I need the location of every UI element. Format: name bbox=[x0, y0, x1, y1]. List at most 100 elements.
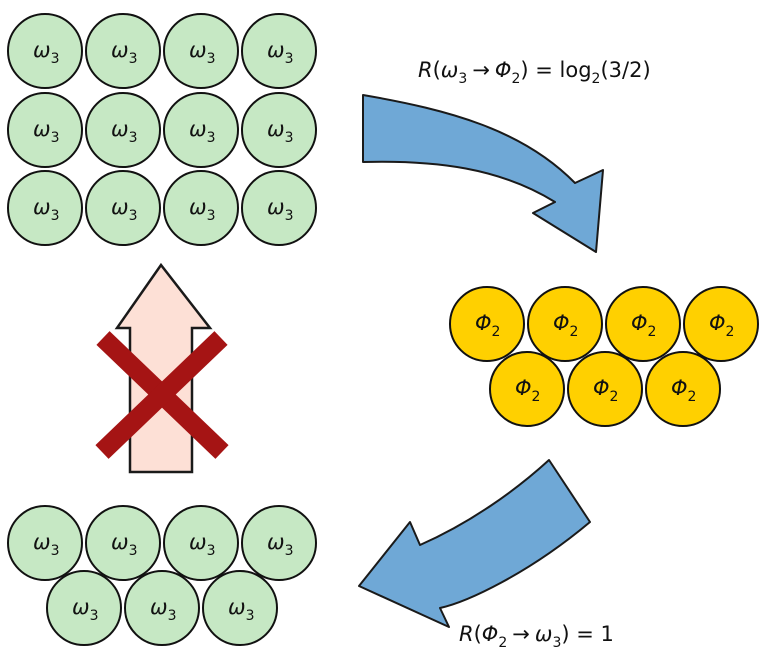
formula-top-open: ( bbox=[433, 58, 441, 82]
phi-symbol: Φ bbox=[553, 311, 570, 335]
blocked-transition bbox=[95, 262, 229, 474]
formula-top-value: (3/2) bbox=[600, 58, 650, 82]
omega-symbol: ω bbox=[189, 117, 207, 141]
omega-cell-circle bbox=[241, 92, 317, 168]
omega-cell-label: ω3 bbox=[189, 117, 216, 146]
omega-subscript: 3 bbox=[285, 208, 294, 224]
omega-cell-circle bbox=[85, 505, 161, 581]
omega-cell: ω3 bbox=[85, 505, 161, 581]
phi-cell-label: Φ2 bbox=[671, 376, 696, 405]
phi-symbol: Φ bbox=[475, 311, 492, 335]
omega-symbol: ω bbox=[72, 595, 90, 619]
phi-cell-circle bbox=[645, 351, 721, 427]
omega-symbol: ω bbox=[111, 117, 129, 141]
omega-cell-circle bbox=[85, 170, 161, 246]
omega-cell-label: ω3 bbox=[33, 195, 60, 224]
omega-cell-label: ω3 bbox=[111, 117, 138, 146]
omega-cell-label: ω3 bbox=[228, 595, 255, 624]
phi-subscript: 2 bbox=[726, 324, 735, 340]
formula-bottom-r: R bbox=[459, 622, 474, 646]
omega-cell: ω3 bbox=[163, 505, 239, 581]
omega-cell-circle bbox=[241, 505, 317, 581]
omega-cell-circle bbox=[241, 13, 317, 89]
phi-cell-circle bbox=[489, 351, 565, 427]
omega-symbol: ω bbox=[228, 595, 246, 619]
omega-cell-label: ω3 bbox=[189, 38, 216, 67]
omega-cell-label: ω3 bbox=[111, 195, 138, 224]
omega-symbol: ω bbox=[189, 195, 207, 219]
phi-cell-label: Φ2 bbox=[631, 311, 656, 340]
phi-subscript: 2 bbox=[610, 389, 619, 405]
phi-cell-label: Φ2 bbox=[709, 311, 734, 340]
phi-cell: Φ2 bbox=[605, 286, 681, 362]
omega-subscript: 3 bbox=[51, 543, 60, 559]
omega-subscript: 3 bbox=[207, 130, 216, 146]
omega-cell: ω3 bbox=[163, 13, 239, 89]
phi-cell-circle bbox=[449, 286, 525, 362]
omega-cell: ω3 bbox=[46, 570, 122, 646]
omega-cell-label: ω3 bbox=[33, 530, 60, 559]
omega-cell: ω3 bbox=[85, 13, 161, 89]
omega-subscript: 3 bbox=[129, 51, 138, 67]
omega-cell: ω3 bbox=[124, 570, 200, 646]
omega-cell: ω3 bbox=[163, 170, 239, 246]
formula-bottom-from: Φ bbox=[482, 622, 499, 646]
omega-symbol: ω bbox=[33, 117, 51, 141]
omega-cell-label: ω3 bbox=[111, 530, 138, 559]
omega-cell: ω3 bbox=[241, 170, 317, 246]
omega-cell-circle bbox=[7, 505, 83, 581]
omega-cell-label: ω3 bbox=[72, 595, 99, 624]
phi-symbol: Φ bbox=[631, 311, 648, 335]
omega-symbol: ω bbox=[33, 530, 51, 554]
omega-cell-label: ω3 bbox=[267, 530, 294, 559]
omega-symbol: ω bbox=[33, 195, 51, 219]
omega-cell: ω3 bbox=[241, 13, 317, 89]
phi-cell: Φ2 bbox=[683, 286, 759, 362]
phi-cell-label: Φ2 bbox=[475, 311, 500, 340]
omega-cell-circle bbox=[7, 170, 83, 246]
omega-cell: ω3 bbox=[241, 505, 317, 581]
omega-subscript: 3 bbox=[207, 208, 216, 224]
omega-cell-label: ω3 bbox=[267, 38, 294, 67]
omega-cell-circle bbox=[163, 505, 239, 581]
omega-cell-circle bbox=[124, 570, 200, 646]
phi-cell-label: Φ2 bbox=[515, 376, 540, 405]
formula-top-close: ) = log bbox=[520, 58, 591, 82]
formula-bottom-to-sub: 3 bbox=[552, 635, 561, 651]
formula-top-from-sub: 3 bbox=[458, 71, 467, 87]
omega-cell: ω3 bbox=[202, 570, 278, 646]
phi-subscript: 2 bbox=[648, 324, 657, 340]
omega-cell: ω3 bbox=[7, 92, 83, 168]
rate-formula-bottom: R(Φ2→ω3) = 1 bbox=[459, 622, 614, 651]
omega-symbol: ω bbox=[189, 38, 207, 62]
phi-cell: Φ2 bbox=[567, 351, 643, 427]
formula-top-r: R bbox=[418, 58, 433, 82]
phi-cell: Φ2 bbox=[527, 286, 603, 362]
phi-symbol: Φ bbox=[593, 376, 610, 400]
omega-subscript: 3 bbox=[207, 51, 216, 67]
formula-bottom-to: ω bbox=[535, 622, 553, 646]
phi-cell-circle bbox=[567, 351, 643, 427]
omega-cell: ω3 bbox=[163, 92, 239, 168]
omega-cell-circle bbox=[241, 170, 317, 246]
formula-bottom-close: ) = 1 bbox=[561, 622, 614, 646]
phi-subscript: 2 bbox=[532, 389, 541, 405]
formula-top-log-base: 2 bbox=[592, 71, 601, 87]
omega-cell-circle bbox=[7, 13, 83, 89]
phi-cell-label: Φ2 bbox=[553, 311, 578, 340]
omega-subscript: 3 bbox=[51, 51, 60, 67]
phi-subscript: 2 bbox=[492, 324, 501, 340]
formula-top-to: Φ bbox=[495, 58, 512, 82]
formula-bottom-from-sub: 2 bbox=[498, 635, 507, 651]
omega-subscript: 3 bbox=[129, 130, 138, 146]
omega-subscript: 3 bbox=[285, 51, 294, 67]
curved-arrow-down-left-icon bbox=[358, 459, 591, 628]
omega-cell: ω3 bbox=[7, 505, 83, 581]
phi-cell-label: Φ2 bbox=[593, 376, 618, 405]
omega-cell-label: ω3 bbox=[150, 595, 177, 624]
omega-symbol: ω bbox=[267, 38, 285, 62]
omega-subscript: 3 bbox=[246, 608, 255, 624]
omega-symbol: ω bbox=[111, 530, 129, 554]
omega-cell: ω3 bbox=[85, 92, 161, 168]
